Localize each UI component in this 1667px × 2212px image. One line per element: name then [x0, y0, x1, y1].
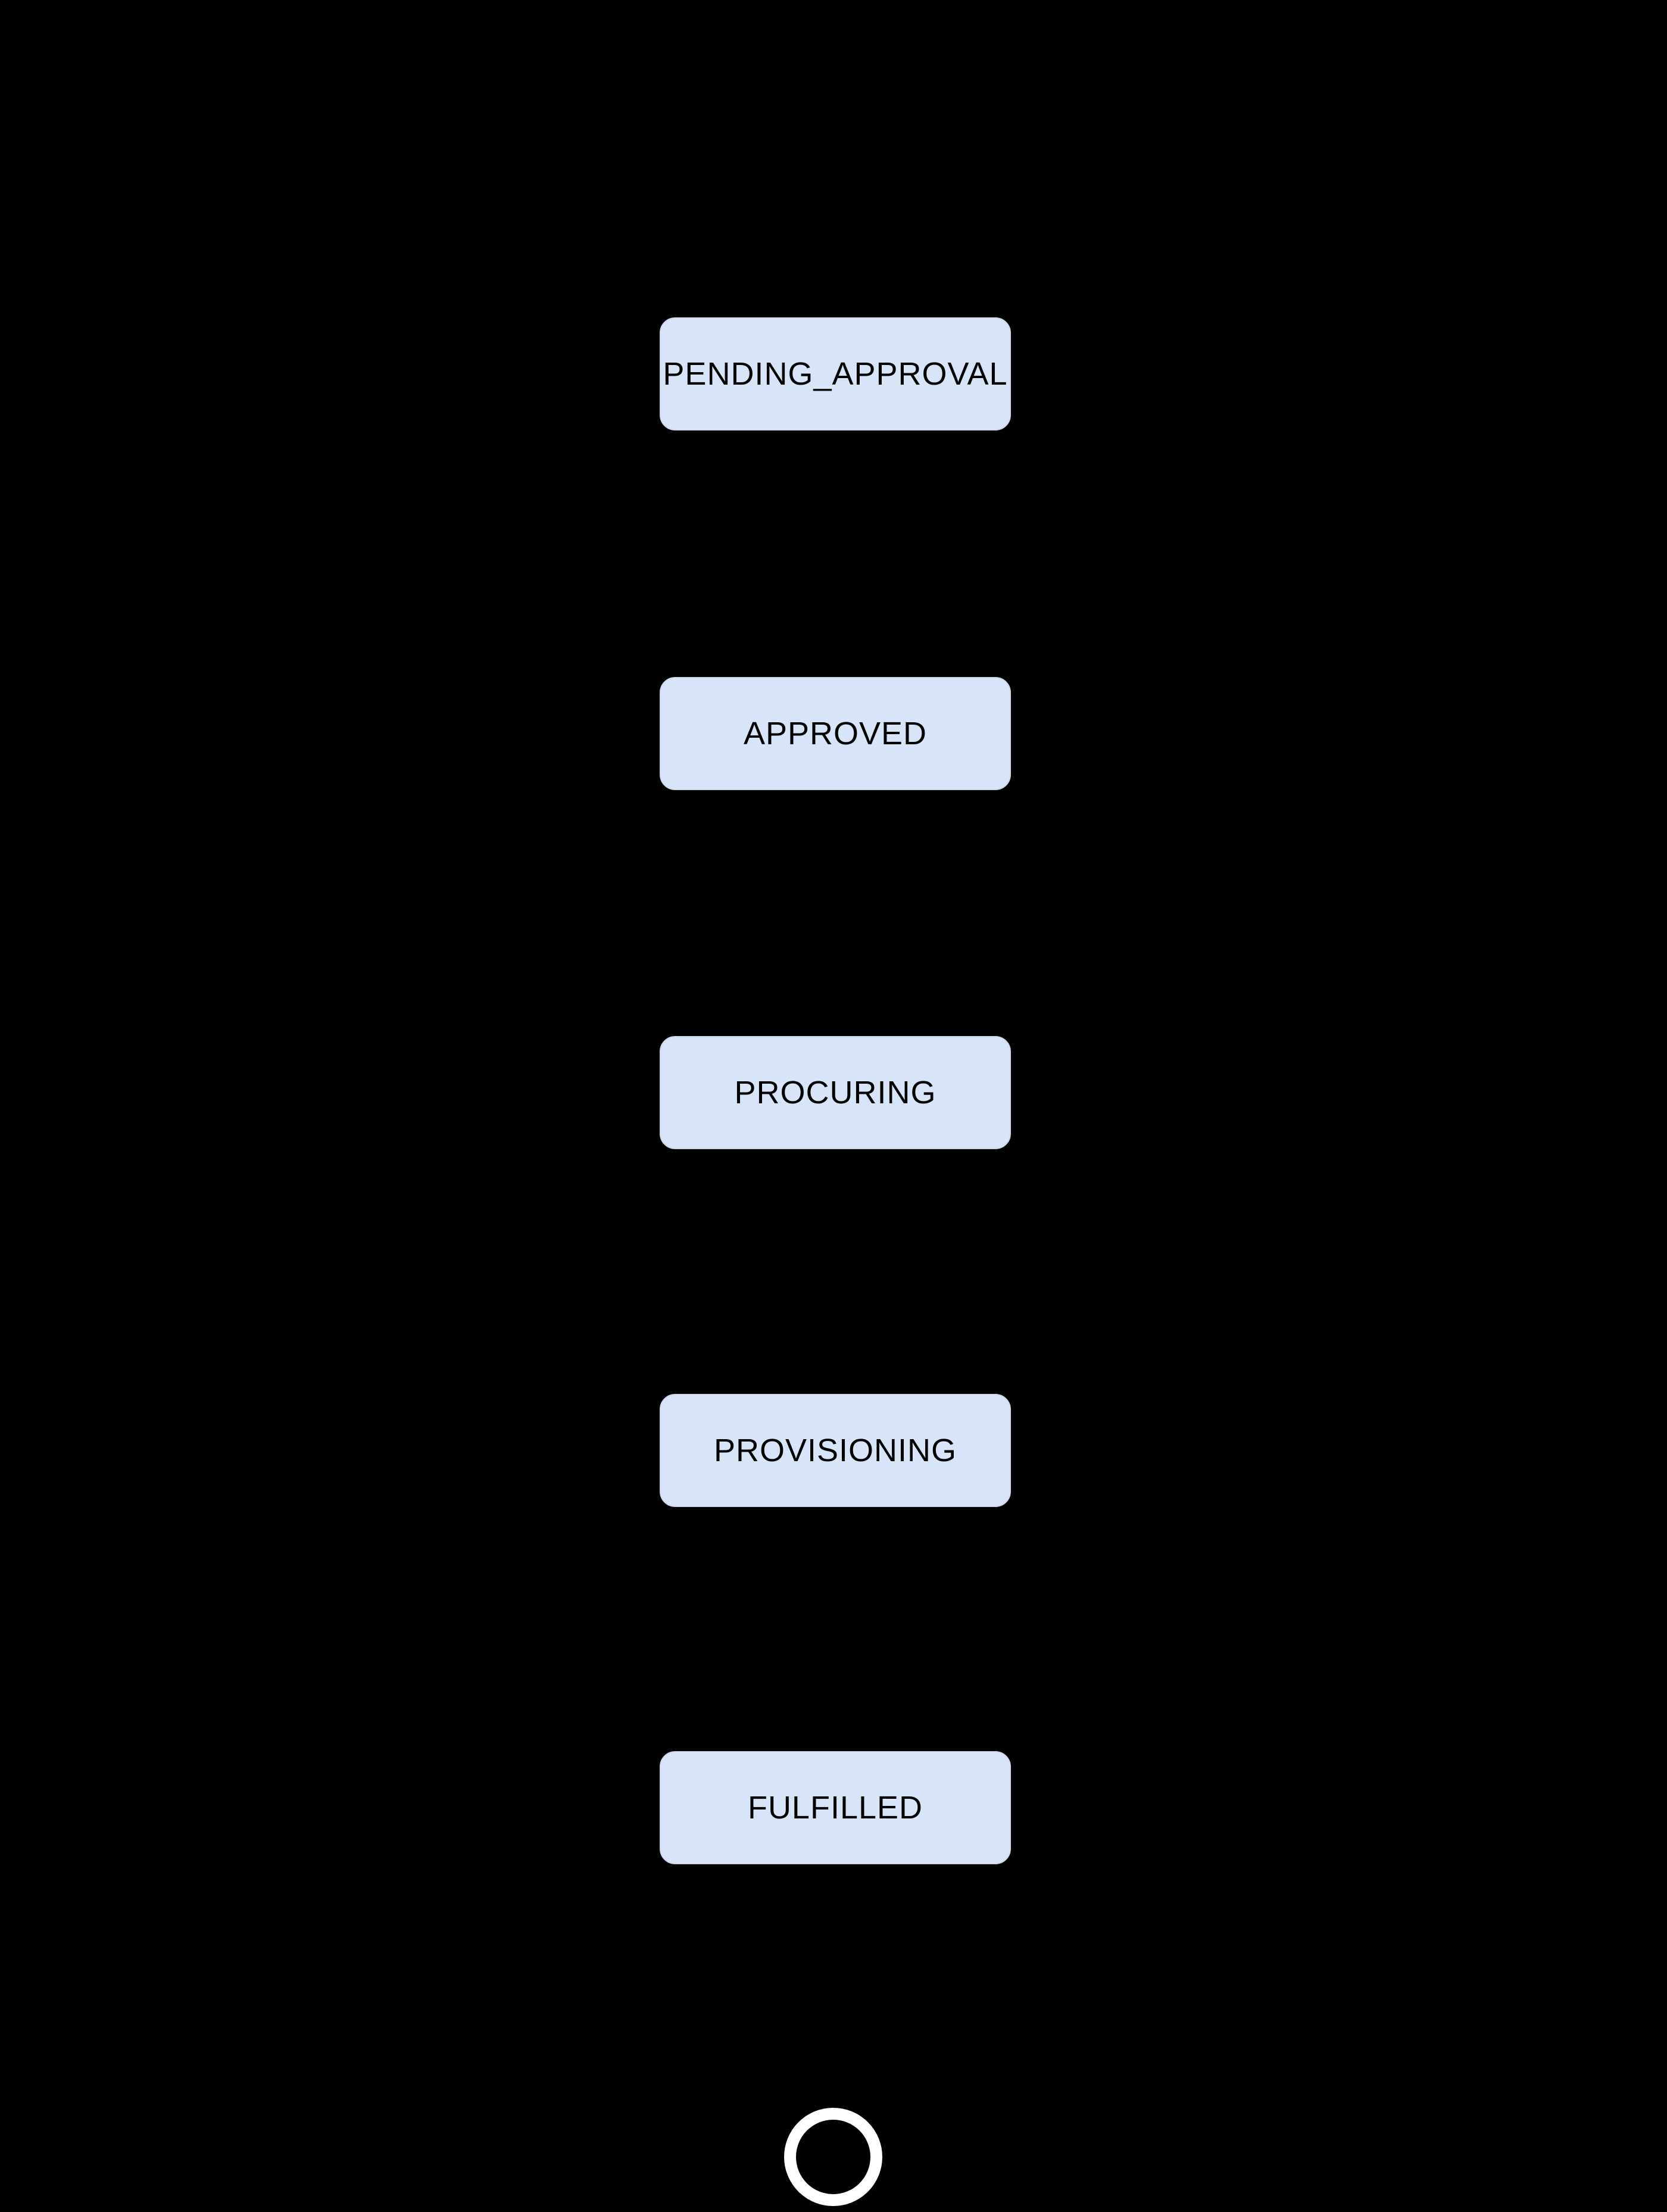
state-node-approved: APPROVED [660, 677, 1011, 790]
state-node-fulfilled: FULFILLED [660, 1751, 1011, 1864]
state-label: APPROVED [743, 716, 928, 751]
state-node-provisioning: PROVISIONING [660, 1394, 1011, 1507]
final-state-ring-icon [784, 2108, 882, 2206]
state-node-pending-approval: PENDING_APPROVAL [660, 317, 1011, 430]
state-label: PROVISIONING [713, 1433, 957, 1468]
state-node-procuring: PROCURING [660, 1036, 1011, 1149]
state-label: FULFILLED [747, 1790, 923, 1826]
state-label: PENDING_APPROVAL [663, 356, 1008, 392]
state-label: PROCURING [734, 1075, 936, 1110]
